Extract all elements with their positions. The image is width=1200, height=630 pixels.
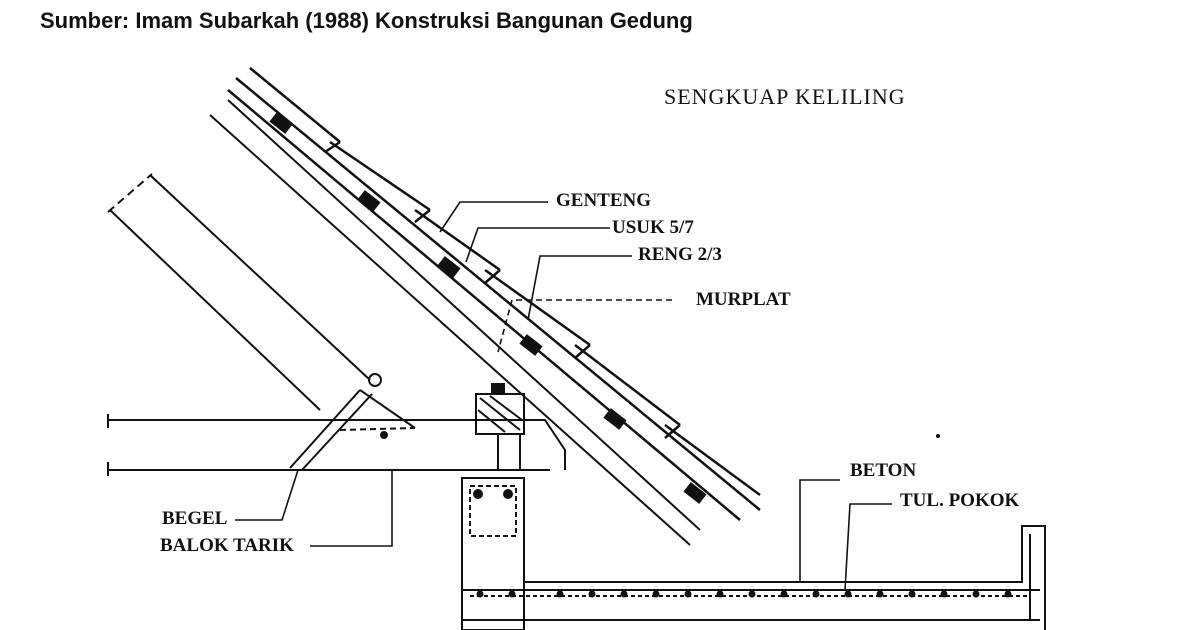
- source-caption: Sumber: Imam Subarkah (1988) Konstruksi …: [40, 8, 693, 33]
- murplat: [475, 383, 525, 435]
- label-murplat: MURPLAT: [696, 289, 791, 310]
- label-reng: RENG 2/3: [638, 244, 722, 265]
- label-beton: BETON: [850, 460, 917, 481]
- label-balok-tarik: BALOK TARIK: [160, 535, 294, 556]
- reng-battens: [269, 112, 707, 504]
- leader-lines: [235, 201, 892, 591]
- label-genteng: GENTENG: [556, 190, 652, 211]
- label-begel: BEGEL: [162, 508, 228, 529]
- stray-mark: [936, 434, 940, 438]
- eave-rafter: [107, 173, 371, 411]
- roof-tiles: [227, 67, 761, 521]
- ring-beam: [461, 419, 566, 630]
- drawing-title: SENGKUAP KELILING: [664, 84, 906, 109]
- begel-strap: [289, 373, 416, 471]
- label-tul-pokok: TUL. POKOK: [900, 490, 1020, 511]
- tul-pokok-bars: [476, 590, 1012, 598]
- usuk-rafter: [209, 99, 701, 546]
- balok-tarik: [107, 414, 550, 476]
- label-usuk: USUK 5/7: [612, 217, 694, 238]
